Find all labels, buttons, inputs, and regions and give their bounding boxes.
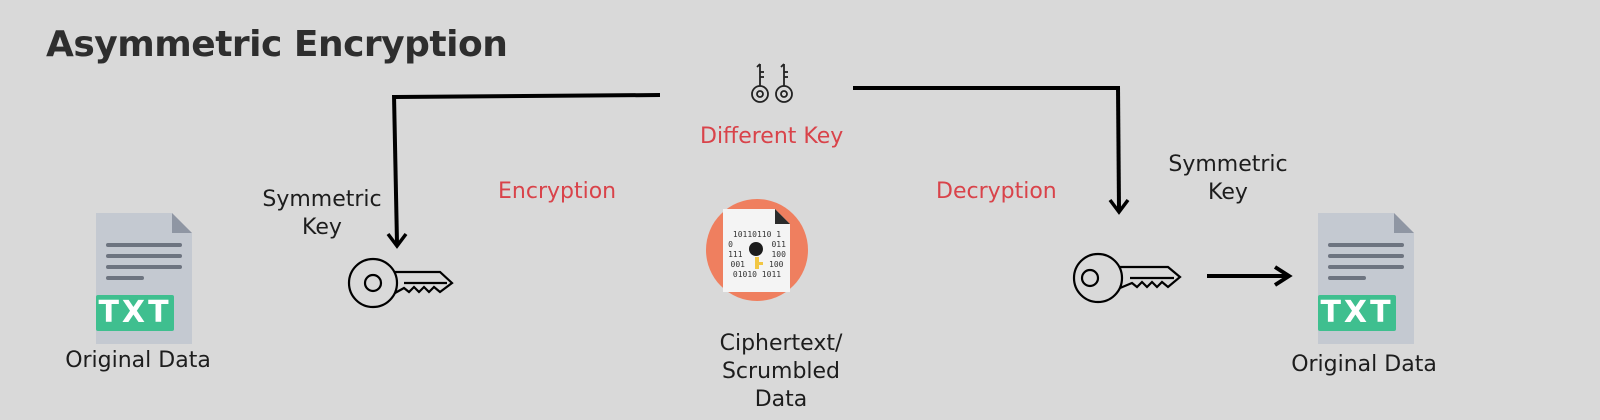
ciphertext-label-line3: Data bbox=[754, 387, 808, 412]
left-key-label-line2: Key bbox=[302, 215, 342, 240]
right-txt-document-icon bbox=[1318, 213, 1414, 344]
decryption-label: Decryption bbox=[936, 179, 1057, 204]
ciphertext-binary-pattern: 10110110 1 0 011 111 100 001 100 01010 1… bbox=[728, 230, 786, 279]
encrypted-document-icon bbox=[706, 199, 808, 301]
right-key-label-line2: Key bbox=[1208, 180, 1248, 205]
encryption-label: Encryption bbox=[498, 179, 617, 204]
left-txt-document-icon bbox=[96, 213, 192, 344]
decryption-key-icon bbox=[1072, 252, 1182, 304]
arrow-to-output-document bbox=[1207, 265, 1293, 287]
left-key-label-line1: Symmetric bbox=[262, 187, 382, 212]
encryption-key-icon bbox=[347, 257, 454, 309]
right-original-data-label: Original Data bbox=[1291, 352, 1437, 377]
two-keys-icon bbox=[751, 63, 793, 103]
connector-to-encryption-key bbox=[386, 93, 661, 249]
right-key-label: Symmetric Key bbox=[1164, 151, 1292, 207]
different-key-label: Different Key bbox=[700, 124, 844, 149]
left-original-data-label: Original Data bbox=[65, 348, 211, 373]
ciphertext-label: Ciphertext/ Scrumbled Data bbox=[706, 330, 856, 414]
connector-to-decryption-key bbox=[853, 85, 1130, 215]
right-txt-badge: TXT bbox=[1320, 295, 1394, 330]
ciphertext-label-line2: Scrumbled bbox=[721, 359, 841, 384]
page-title: Asymmetric Encryption bbox=[46, 24, 508, 65]
ciphertext-label-line1: Ciphertext/ bbox=[719, 331, 843, 356]
right-key-label-line1: Symmetric bbox=[1168, 152, 1288, 177]
left-key-label: Symmetric Key bbox=[258, 186, 386, 242]
left-txt-badge: TXT bbox=[98, 295, 172, 330]
